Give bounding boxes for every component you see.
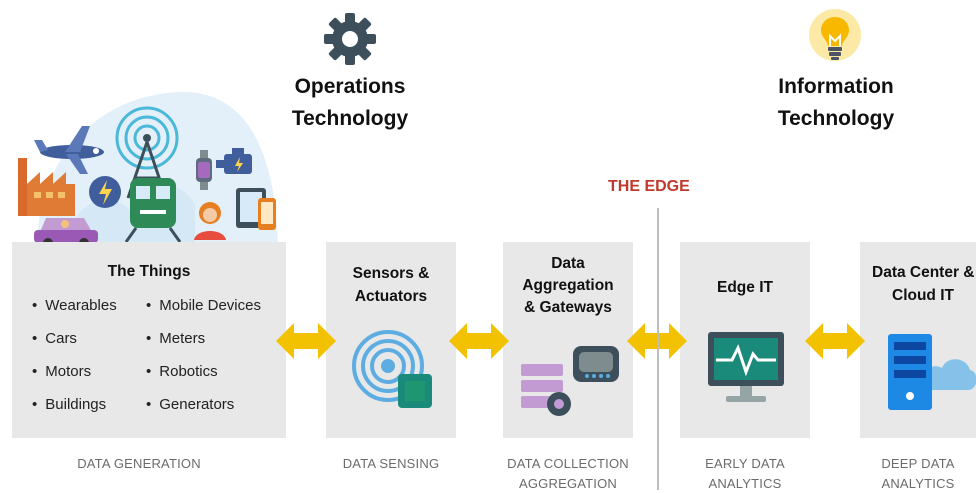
- list-item: Motors: [32, 363, 91, 380]
- factory-icon: [18, 158, 75, 216]
- caption-deep-line1: DEEP DATA: [881, 456, 955, 471]
- sensor-chip-icon: [350, 326, 440, 416]
- energy-gear-icon: [89, 176, 121, 208]
- edge-it-title: Edge IT: [717, 279, 773, 296]
- monitor-pulse-icon: [706, 330, 786, 406]
- list-item: Meters: [146, 330, 205, 347]
- double-arrow-icon: [449, 321, 509, 361]
- datacenter-title-line1: Data Center &: [872, 264, 975, 281]
- caption-collection-line2: AGGREGATION: [518, 476, 618, 491]
- mobile-devices-icon: [236, 188, 276, 230]
- edge-divider: [657, 208, 659, 490]
- things-illustration: [10, 80, 290, 245]
- car-icon: [34, 218, 98, 245]
- train-icon: [124, 178, 182, 243]
- caption-collection-line1: DATA COLLECTION: [507, 456, 629, 471]
- list-item: Generators: [146, 396, 234, 413]
- caption-deep-line2: ANALYTICS: [881, 476, 955, 491]
- airplane-icon: [34, 126, 104, 174]
- server-cloud-icon: [884, 332, 976, 412]
- list-item: Mobile Devices: [146, 297, 261, 314]
- edge-label: THE EDGE: [608, 178, 690, 195]
- list-item: Wearables: [32, 297, 116, 314]
- edge-it-panel: Edge IT: [680, 242, 810, 438]
- smartwatch-icon: [196, 150, 212, 190]
- aggregation-title-line1: Data: [551, 255, 585, 272]
- list-item: Buildings: [32, 396, 106, 413]
- sensors-panel: Sensors & Actuators: [326, 242, 456, 438]
- list-item: Robotics: [146, 363, 217, 380]
- datacenter-panel: Data Center & Cloud IT: [860, 242, 976, 438]
- caption-early-line1: EARLY DATA: [705, 456, 785, 471]
- aggregation-title-line2: Aggregation: [522, 277, 614, 294]
- ot-header-line1: Operations: [294, 75, 406, 98]
- things-panel: The Things Wearables Cars Motors Buildin…: [12, 242, 286, 438]
- it-header-line1: Information: [778, 75, 894, 98]
- person-icon: [194, 202, 226, 240]
- sensors-title-line1: Sensors &: [352, 265, 430, 282]
- caption-data-sensing: DATA SENSING: [342, 456, 440, 471]
- double-arrow-icon: [805, 321, 865, 361]
- engine-icon: [216, 148, 252, 174]
- ot-header-line2: Technology: [291, 107, 409, 130]
- gear-icon: [323, 12, 377, 66]
- sensors-title-line2: Actuators: [354, 288, 428, 305]
- lightbulb-icon: [808, 8, 862, 68]
- datacenter-title-line2: Cloud IT: [892, 287, 954, 304]
- caption-data-generation: DATA GENERATION: [77, 456, 201, 471]
- things-title: The Things: [107, 263, 191, 280]
- gateway-router-icon: [517, 342, 623, 422]
- aggregation-panel: Data Aggregation & Gateways: [503, 242, 633, 438]
- caption-early-line2: ANALYTICS: [708, 476, 782, 491]
- it-header-line2: Technology: [777, 107, 895, 130]
- aggregation-title-line3: & Gateways: [524, 299, 612, 316]
- double-arrow-icon: [276, 321, 336, 361]
- list-item: Cars: [32, 330, 77, 347]
